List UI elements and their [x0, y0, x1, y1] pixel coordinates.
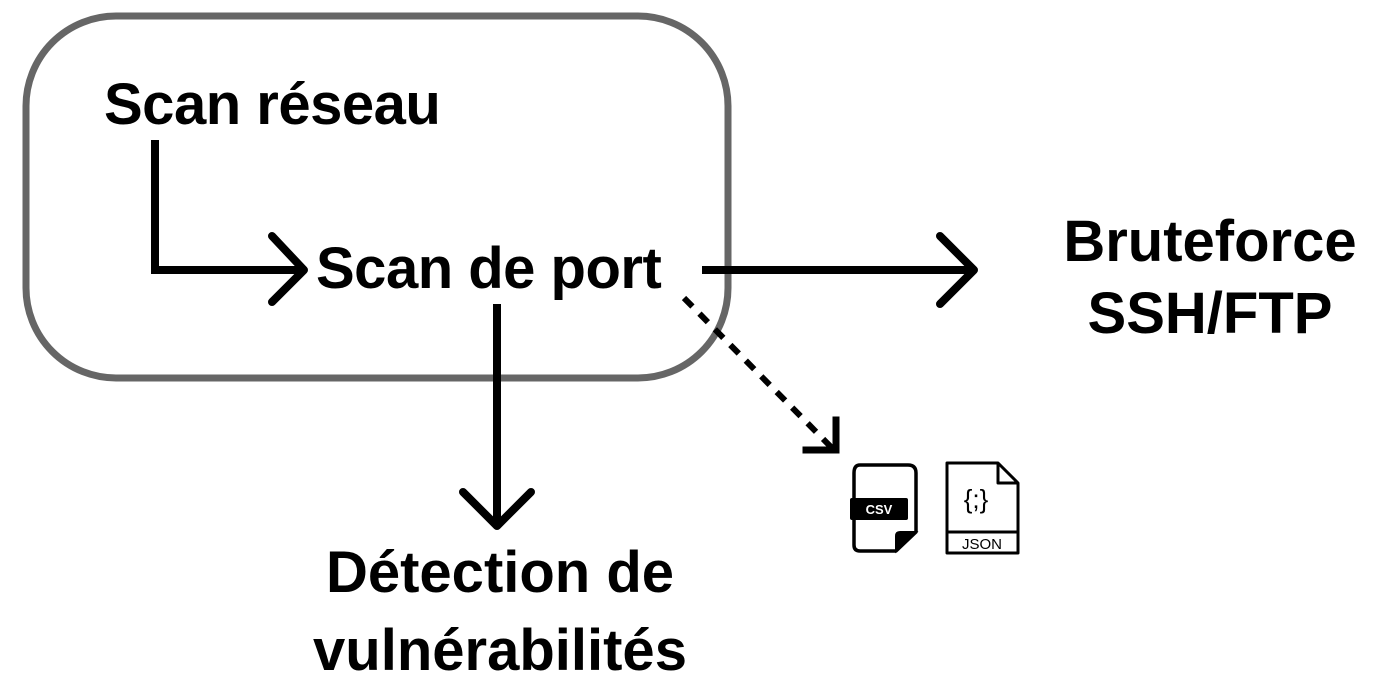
json-file-label: JSON: [962, 536, 1002, 553]
node-bruteforce-line1: Bruteforce: [1063, 209, 1357, 274]
arrowhead-outputs: [802, 416, 840, 454]
node-detection-line2: vulnérabilités: [313, 618, 687, 683]
node-bruteforce-line2: SSH/FTP: [1087, 281, 1333, 346]
csv-file-icon: CSV: [850, 463, 919, 554]
csv-file-label: CSV: [866, 502, 893, 517]
arrowhead-bruteforce: [936, 232, 978, 308]
node-scan-reseau: Scan réseau: [104, 72, 441, 137]
arrowhead-detection: [459, 488, 535, 530]
node-detection: Détection de vulnérabilités: [230, 534, 770, 690]
node-bruteforce: Bruteforce SSH/FTP: [1040, 206, 1380, 350]
node-detection-line1: Détection de: [325, 540, 675, 605]
node-scan-de-port: Scan de port: [316, 236, 662, 301]
scan-group-box: [22, 12, 732, 382]
json-glyph: {;}: [964, 484, 989, 514]
edge-scan-port-to-outputs: [681, 295, 835, 451]
json-file-icon: {;} JSON: [945, 461, 1020, 555]
arrowhead-scan-port: [268, 232, 308, 306]
edge-scan-reseau-to-scan-port: [151, 140, 302, 274]
